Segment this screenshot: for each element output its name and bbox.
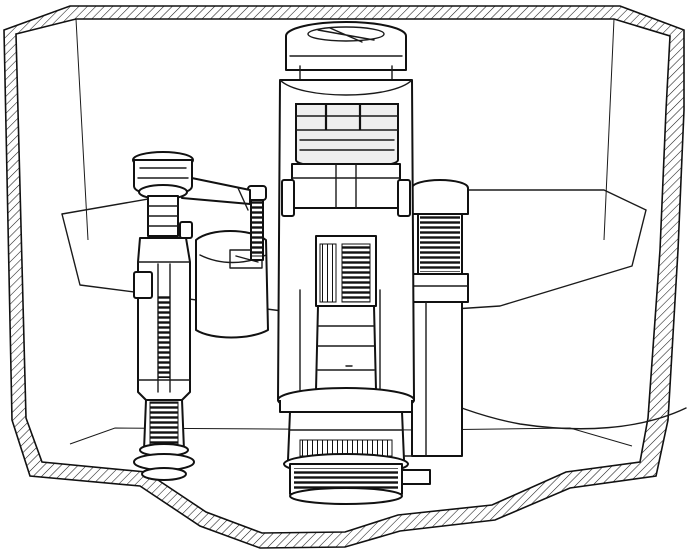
flush-valve-float <box>315 305 377 391</box>
dual-flush-valve <box>277 21 431 505</box>
flush-valve-cap <box>285 36 407 71</box>
overflow-tube <box>411 301 463 457</box>
fill-valve <box>132 151 269 481</box>
overflow-spring <box>411 179 469 457</box>
tank-back-wall-edge <box>75 18 615 241</box>
actuator-block <box>295 103 399 169</box>
